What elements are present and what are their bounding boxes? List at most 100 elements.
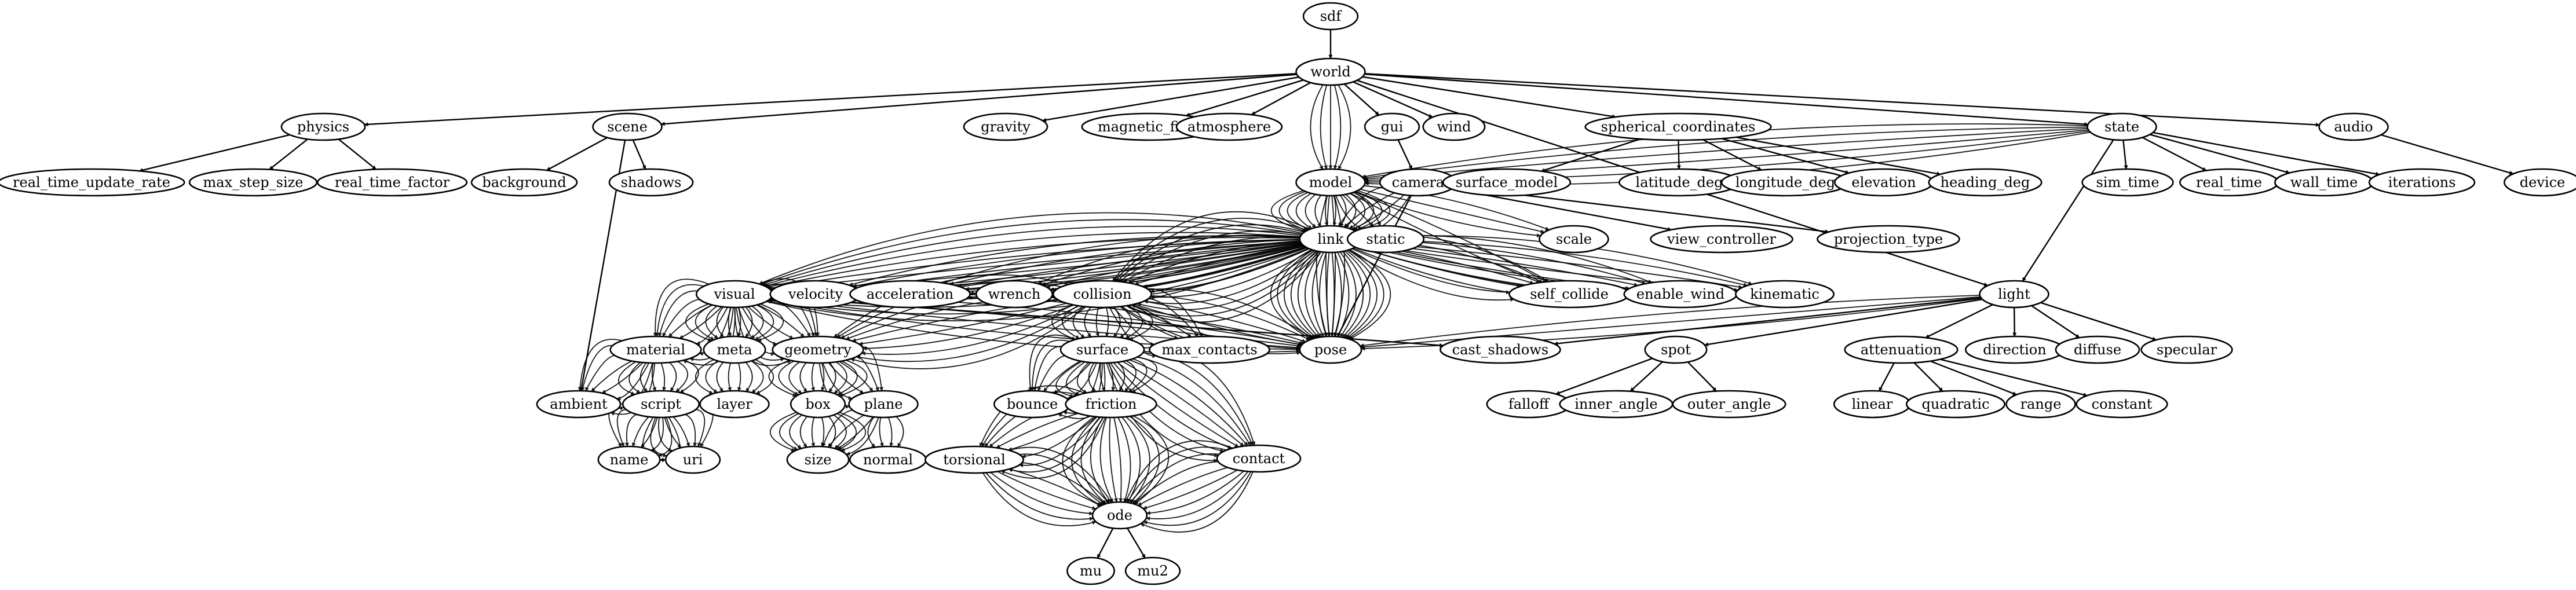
node-gravity: gravity — [963, 112, 1048, 141]
edge-material-to-script — [618, 360, 699, 395]
edge-world-to-gravity — [1042, 76, 1299, 122]
node-label: wind — [1437, 119, 1471, 135]
node-longitude-deg: longitude_deg — [1720, 168, 1850, 197]
node-cast-shadows: cast_shadows — [1439, 335, 1561, 364]
node-max-step-size: max_step_size — [188, 168, 318, 197]
node-label: max_contacts — [1161, 342, 1257, 358]
node-ellipse — [1650, 225, 1793, 254]
node-label: constant — [2092, 396, 2153, 412]
edge-light-to-cast-shadows — [1554, 297, 1981, 346]
node-surface-model: surface_model — [1442, 168, 1572, 197]
edge-physics-to-max-step-size — [269, 138, 308, 170]
edge-torsional-to-ode — [982, 446, 1112, 526]
node-camera: camera — [1379, 168, 1457, 197]
node-label: script — [641, 396, 681, 412]
node-label: geometry — [784, 342, 852, 358]
node-label: longitude_deg — [1735, 174, 1835, 190]
edge-world-to-model — [1310, 84, 1351, 170]
edge-plane-to-normal — [867, 416, 904, 448]
node-label: material — [626, 342, 685, 358]
node-label: iterations — [2388, 174, 2456, 190]
node-attenuation: attenuation — [1844, 335, 1959, 364]
node-ellipse — [2140, 335, 2233, 364]
node-label: real_time_factor — [335, 174, 450, 190]
node-ambient: ambient — [536, 390, 622, 419]
node-ellipse — [1644, 335, 1708, 364]
node-wrench: wrench — [975, 280, 1054, 309]
node-label: specular — [2157, 342, 2217, 358]
node-label: uri — [683, 452, 703, 468]
node-label: plane — [864, 396, 902, 412]
node-label: sdf — [1320, 8, 1343, 24]
node-label: shadows — [621, 174, 682, 190]
node-diffuse: diffuse — [2055, 335, 2140, 364]
edge-plane-to-size — [822, 409, 879, 456]
node-label: box — [805, 396, 831, 412]
node-ellipse — [2503, 168, 2576, 197]
edge-state-to-real-time — [2142, 137, 2207, 171]
node-surface: surface — [1059, 335, 1145, 364]
node-scene: scene — [592, 112, 663, 141]
node-ellipse — [1906, 390, 2006, 419]
node-shadows: shadows — [608, 168, 694, 197]
node-label: physics — [297, 119, 349, 135]
edge-state-to-sim-time — [2122, 140, 2128, 170]
node-ellipse — [1979, 280, 2049, 309]
node-collision: collision — [1053, 280, 1153, 309]
node-state: state — [2087, 112, 2157, 141]
node-elevation: elevation — [1834, 168, 1934, 197]
node-label: world — [1310, 64, 1351, 80]
node-range: range — [2005, 390, 2076, 419]
node-ellipse — [597, 445, 661, 474]
node-ellipse — [1928, 168, 2042, 197]
node-ellipse — [1442, 168, 1572, 197]
node-mu2: mu2 — [1124, 556, 1181, 585]
node-name: name — [597, 445, 661, 474]
node-velocity: velocity — [769, 280, 862, 309]
node-ellipse — [608, 168, 694, 197]
node-ellipse — [2087, 112, 2157, 141]
edge-world-to-magnetic-field — [1185, 79, 1304, 117]
node-ellipse — [703, 335, 766, 364]
node-inner-angle: inner_angle — [1559, 390, 1674, 419]
node-label: latitude_deg — [1636, 174, 1723, 190]
edge-model-to-static — [1335, 192, 1381, 229]
node-label: cast_shadows — [1452, 342, 1548, 358]
node-ellipse — [316, 168, 468, 197]
edge-attenuation-to-constant — [1940, 358, 2088, 397]
edge-world-to-spherical-coordinates — [1362, 76, 1617, 119]
node-label: atmosphere — [1187, 119, 1271, 135]
node-ellipse — [2318, 112, 2389, 141]
node-latitude-deg: latitude_deg — [1618, 168, 1740, 197]
node-quadratic: quadratic — [1906, 390, 2006, 419]
edge-world-to-wind — [1353, 81, 1433, 118]
node-wall-time: wall_time — [2274, 168, 2374, 197]
edge-meta-to-layer — [695, 359, 774, 394]
edge-attenuation-to-quadratic — [1913, 362, 1943, 392]
node-meta: meta — [703, 335, 766, 364]
node-label: attenuation — [1861, 342, 1942, 358]
node-ellipse — [1065, 390, 1157, 419]
node-background: background — [470, 168, 578, 197]
node-contact: contact — [1216, 444, 1302, 473]
node-projection-type: projection_type — [1817, 225, 1960, 254]
node-ellipse — [2081, 168, 2174, 197]
node-label: enable_wind — [1636, 286, 1724, 302]
node-label: device — [2520, 174, 2565, 190]
node-geometry: geometry — [772, 335, 864, 364]
node-label: gui — [1381, 119, 1404, 135]
edge-light-to-attenuation — [1925, 304, 1993, 339]
node-ellipse — [1439, 335, 1561, 364]
node-ellipse — [470, 168, 578, 197]
node-world: world — [1295, 57, 1366, 86]
edge-world-to-scene — [660, 74, 1297, 126]
node-label: scene — [607, 119, 648, 135]
node-torsional: torsional — [925, 445, 1025, 474]
node-label: heading_deg — [1941, 174, 2030, 190]
node-ellipse — [536, 390, 622, 419]
node-label: spot — [1661, 342, 1691, 358]
node-label: direction — [1983, 342, 2046, 358]
edge-world-to-state — [1364, 73, 2089, 126]
node-ellipse — [1295, 57, 1366, 86]
